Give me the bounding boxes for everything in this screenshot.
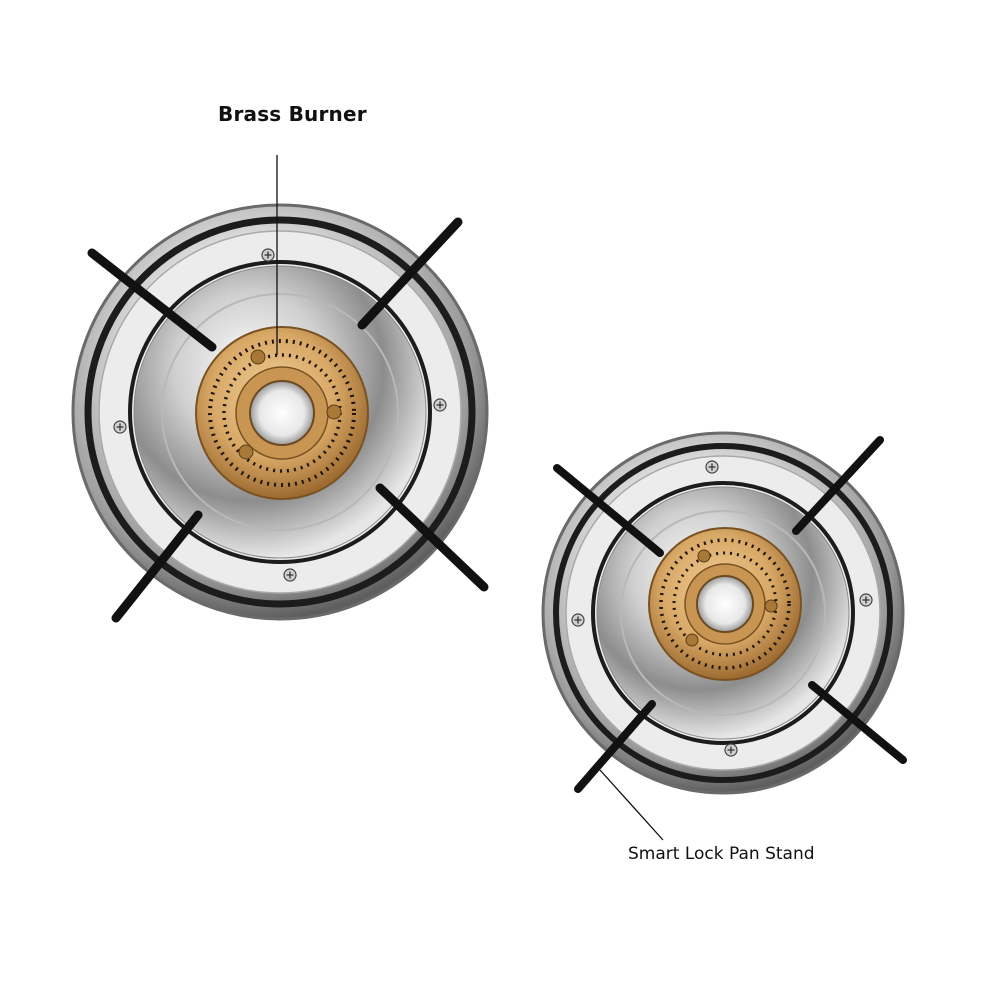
screw-icon (433, 398, 447, 412)
screw-icon (261, 248, 275, 262)
pan-stand-leader-line (599, 769, 664, 841)
screw-icon (705, 460, 719, 474)
gas-burner-icon (648, 527, 802, 681)
gas-burner-icon (195, 326, 369, 500)
screw-icon (724, 743, 738, 757)
screw-icon (571, 613, 585, 627)
screw-icon (283, 568, 297, 582)
screw-icon (859, 593, 873, 607)
burner-large (71, 203, 489, 623)
pan-stand-icon (553, 436, 907, 793)
burner-small (541, 431, 907, 795)
screw-icon (113, 420, 127, 434)
pan-stand-label: Smart Lock Pan Stand (628, 844, 815, 864)
pan-stand-icon (87, 217, 489, 623)
brass-burner-label: Brass Burner (218, 102, 367, 126)
